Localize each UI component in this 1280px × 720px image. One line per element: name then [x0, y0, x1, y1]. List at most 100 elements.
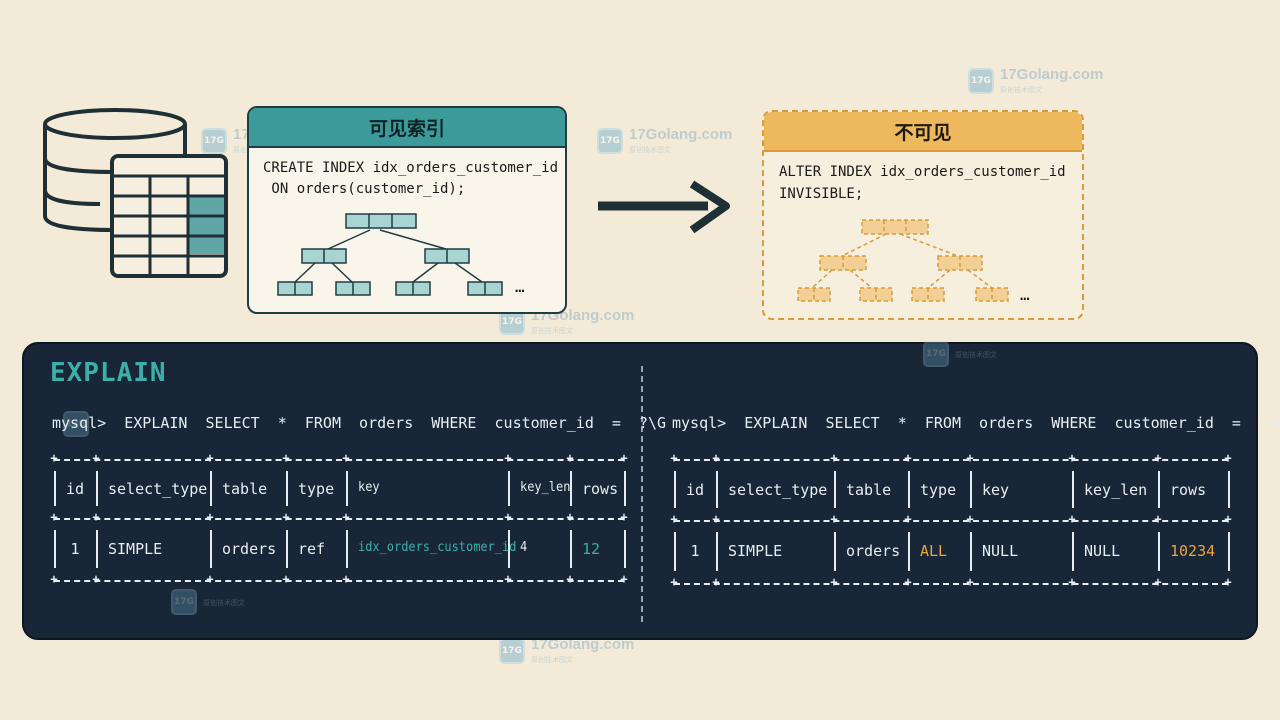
- table-header-cell: table: [222, 480, 268, 498]
- table-corner: +: [504, 510, 512, 524]
- watermark-brand: 17Golang.com: [629, 126, 733, 143]
- table-data-cell: orders: [846, 542, 901, 560]
- table-data-cell: NULL: [982, 542, 1019, 560]
- table-corner: +: [712, 575, 720, 589]
- table-corner: +: [342, 572, 350, 586]
- watermark-tagline: 原创技术图文: [955, 351, 997, 359]
- panel-divider: [641, 366, 643, 622]
- table-cell-border: [1158, 532, 1160, 571]
- table-data-cell: orders: [222, 540, 277, 558]
- table-corner: +: [92, 572, 100, 586]
- table-header-cell: id: [65, 480, 85, 498]
- table-cell-border: [1072, 532, 1074, 571]
- table-data-cell: SIMPLE: [728, 542, 783, 560]
- create-index-code-line1: CREATE INDEX idx_orders_customer_id: [263, 160, 559, 176]
- watermark-logo-icon: 17G: [968, 67, 994, 94]
- alter-index-code-line2: INVISIBLE;: [779, 186, 864, 202]
- table-corner: +: [904, 451, 912, 465]
- table-corner: +: [566, 451, 574, 465]
- invisible-ellipsis: …: [1020, 285, 1030, 304]
- table-header-cell: key: [982, 481, 1010, 499]
- table-data-cell: ref: [298, 540, 326, 558]
- table-corner: +: [1224, 512, 1232, 526]
- watermark: 17G: [63, 411, 89, 437]
- table-cell-border: [908, 471, 910, 508]
- watermark-tagline: 原创技术图文: [629, 146, 671, 154]
- visible-index-card: 可见索引: [247, 106, 567, 314]
- table-corner: +: [50, 451, 58, 465]
- table-data-cell: idx_orders_customer_id: [358, 540, 517, 555]
- table-corner: +: [282, 510, 290, 524]
- table-corner: +: [566, 572, 574, 586]
- table-cell-border: [54, 530, 56, 568]
- table-data-cell: SIMPLE: [108, 540, 163, 558]
- watermark: 17G 原创技术图文: [923, 341, 997, 367]
- table-cell-border: [716, 532, 718, 571]
- table-corner: +: [712, 451, 720, 465]
- table-corner: +: [206, 451, 214, 465]
- table-cell-border: [970, 532, 972, 571]
- table-cell-border: [1228, 532, 1230, 571]
- table-cell-border: [674, 532, 676, 571]
- table-header-cell: rows: [582, 480, 619, 498]
- table-header-cell: select_type: [728, 481, 828, 499]
- table-corner: +: [904, 575, 912, 589]
- table-corner: +: [1154, 512, 1162, 526]
- table-data-cell: NULL: [1084, 542, 1121, 560]
- alter-index-code-line1: ALTER INDEX idx_orders_customer_id: [779, 164, 1066, 180]
- table-header-cell: id: [685, 481, 705, 499]
- table-corner: +: [342, 451, 350, 465]
- table-corner: +: [50, 572, 58, 586]
- table-corner: +: [620, 510, 628, 524]
- arrow-right-icon: [598, 180, 730, 234]
- table-corner: +: [342, 510, 350, 524]
- table-corner: +: [1068, 451, 1076, 465]
- table-cell-border: [908, 532, 910, 571]
- visible-ellipsis: …: [515, 277, 525, 296]
- table-cell-border: [286, 530, 288, 568]
- database-table-icon: [43, 108, 228, 278]
- table-cell-border: [346, 530, 348, 568]
- visible-index-title: 可见索引: [249, 108, 565, 148]
- table-corner: +: [282, 451, 290, 465]
- table-corner: +: [566, 510, 574, 524]
- btree-invisible-diagram: [797, 219, 1009, 302]
- table-corner: +: [670, 451, 678, 465]
- watermark-logo-icon: 17G: [63, 411, 89, 437]
- table-cell-border: [970, 471, 972, 508]
- table-border-line: [674, 583, 1228, 585]
- table-corner: +: [966, 451, 974, 465]
- watermark-tagline: 原创技术图文: [531, 327, 573, 335]
- watermark-tagline: 原创技术图文: [531, 656, 573, 664]
- table-border-line: [54, 580, 624, 582]
- table-corner: +: [1154, 451, 1162, 465]
- table-corner: +: [504, 451, 512, 465]
- table-cell-border: [834, 471, 836, 508]
- table-corner: +: [1068, 512, 1076, 526]
- watermark-tagline: 原创技术图文: [203, 599, 245, 607]
- watermark-logo-icon: 17G: [171, 589, 197, 615]
- table-data-cell: ALL: [920, 542, 948, 560]
- table-corner: +: [1154, 575, 1162, 589]
- table-corner: +: [830, 575, 838, 589]
- table-corner: +: [504, 572, 512, 586]
- watermark-brand: 17Golang.com: [1000, 66, 1104, 83]
- btree-visible-diagram: [277, 213, 503, 296]
- table-cell-border: [1072, 471, 1074, 508]
- watermark-brand: 17Golang.com: [531, 636, 635, 653]
- table-corner: +: [1224, 451, 1232, 465]
- watermark-logo-icon: 17G: [597, 127, 623, 154]
- table-header-cell: type: [298, 480, 335, 498]
- table-cell-border: [624, 530, 626, 568]
- invisible-index-title: 不可见: [764, 112, 1082, 152]
- table-corner: +: [206, 572, 214, 586]
- table-data-cell: 1: [690, 542, 700, 560]
- watermark: 17G 17Golang.com 原创技术图文: [597, 126, 732, 155]
- table-corner: +: [92, 451, 100, 465]
- right-explain-query: mysql> EXPLAIN SELECT * FROM orders WHER…: [672, 414, 1280, 432]
- table-cell-border: [508, 530, 510, 568]
- watermark-logo-icon: 17G: [201, 127, 227, 154]
- table-corner: +: [206, 510, 214, 524]
- table-corner: +: [830, 451, 838, 465]
- table-data-cell: 1: [70, 540, 80, 558]
